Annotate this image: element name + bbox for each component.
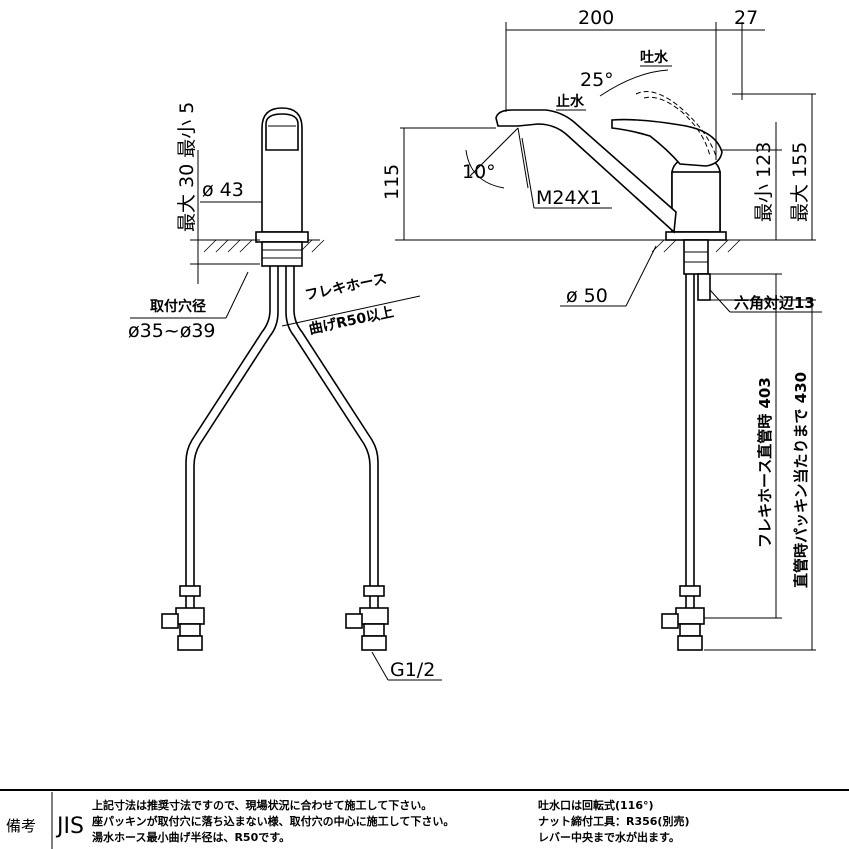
spout-side [495,109,677,234]
mount-shank-side [683,239,709,275]
connector-left [161,585,205,651]
base-ring-side [665,231,727,241]
water-stop-label: 止水 [556,93,585,110]
note-right-3: レバー中央まで水が出ます。 [538,830,680,844]
lever-front [265,113,299,151]
note-left-3: 湯水ホース最小曲げ半径は、R50です。 [92,830,290,844]
connector-side [661,585,705,651]
base-diameter-dimension: ø 50 [566,285,608,307]
mount-nut-front [261,241,303,267]
hose-left-outer [185,266,271,610]
front-view: 最大 30 最小 5 ø 43 取付穴径 ø35~ø39 フレキホース 曲げR5… [128,102,442,681]
base-ring-front [255,231,309,243]
hose-left-inner [193,266,279,610]
thread-label: M24X1 [536,187,602,209]
connector-thread-label: G1/2 [390,659,435,681]
jis-label: JIS [55,814,84,839]
hole-title-label: 取付穴径 [150,298,206,315]
hose-packing-dimension: 直管時パッキン当たりまで 430 [792,372,810,588]
min-height-dimension: 最小 123 [753,142,775,222]
flex-title-label: フレキホース [304,271,389,304]
note-right-1: 吐水口は回転式(116°) [538,798,654,812]
hose-straight-dimension: フレキホース直管時 403 [756,377,774,548]
note-left-1: 上記寸法は推奨寸法ですので、現場状況に合わせて施工して下さい。 [92,798,432,812]
hose-right-outer [293,266,379,610]
thickness-dimension: 最大 30 最小 5 [176,102,198,232]
spout-height-dimension: 115 [381,164,403,200]
max-height-dimension: 最大 155 [789,142,811,222]
nut-size-dimension: 六角対辺13 [734,294,815,312]
spout-length-dimension: 200 [578,7,614,29]
hole-range-label: ø35~ø39 [128,320,216,342]
note-left-2: 座パッキンが取付穴に落ち込まない様、取付穴の中心に施工して下さい。 [91,814,454,828]
rotation-angle-dimension: 25° [580,69,614,91]
hex-nut-side [697,273,711,301]
bikou-label: 備考 [6,817,36,835]
flex-bend-label: 曲げR50以上 [307,303,395,338]
lever-raised-ghost [635,91,717,157]
water-out-label: 吐水 [640,49,669,66]
body-cylinder-side [671,171,721,233]
spout-offset-dimension: 27 [734,7,758,29]
connector-right [345,585,389,651]
note-right-2: ナット締付工具：R356(別売) [538,814,690,828]
notes-footer: 備考 JIS 上記寸法は推奨寸法ですので、現場状況に合わせて施工して下さい。 座… [0,789,849,849]
tilt-angle-dimension: 10° [462,161,496,183]
hose-right-inner [285,266,371,610]
side-view: 200 27 25° 吐水 止水 10° M24X1 115 最小 123 最大… [381,7,822,651]
body-diameter-dimension: ø 43 [202,179,244,201]
lever-side [611,118,723,167]
